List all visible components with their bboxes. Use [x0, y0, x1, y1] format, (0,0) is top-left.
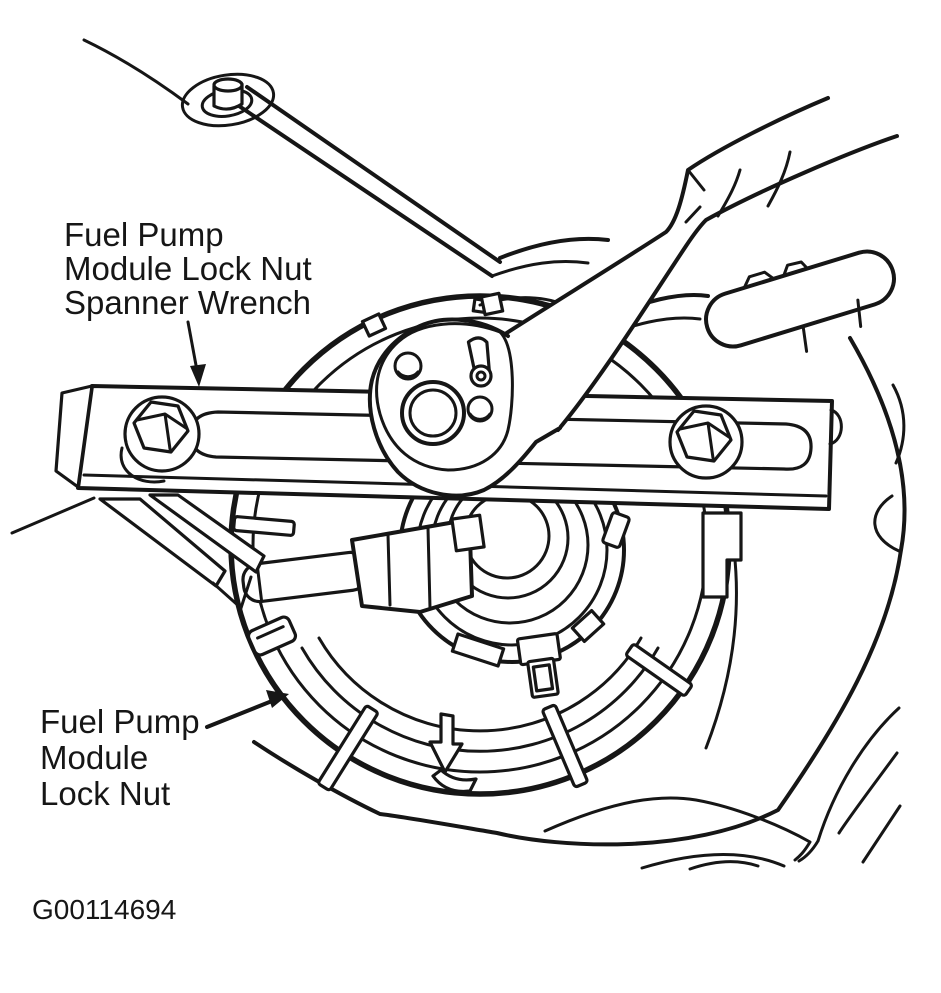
callout-arrowhead: [266, 690, 289, 708]
socket-drive-ring: [400, 380, 466, 446]
ratchet-handle: [503, 96, 899, 432]
callout-spanner-wrench: Fuel Pump Module Lock Nut Spanner Wrench: [64, 216, 312, 387]
ratchet-head: [367, 317, 562, 498]
callout-text-line: Lock Nut: [40, 775, 170, 812]
ring-bracket-tab: [701, 511, 743, 599]
cable-tie-bent: [428, 712, 478, 794]
direction-switch-lever: [466, 336, 493, 388]
module-tab: [570, 609, 606, 643]
left-hex-bolt: [119, 395, 201, 484]
module-vent-fitting: [515, 632, 562, 699]
cable-tie: [232, 515, 296, 537]
callout-arrow-line: [205, 699, 274, 729]
cable-tie: [625, 643, 693, 697]
head-face-plate: [375, 322, 514, 472]
cable-tie: [541, 703, 589, 789]
grip-rib: [716, 168, 742, 218]
callout-text-line: Fuel Pump: [40, 703, 200, 740]
hose-clip: [479, 291, 505, 317]
hose-bracket: [704, 249, 896, 353]
electrical-connector: [241, 513, 486, 614]
grommet-and-rod: [180, 72, 610, 278]
callout-lock-nut: Fuel Pump Module Lock Nut: [40, 690, 289, 812]
callout-arrowhead: [190, 364, 206, 387]
module-tab: [601, 511, 631, 549]
right-hex-bolt: [668, 404, 744, 480]
rod-nut: [212, 77, 244, 111]
grip-rib: [766, 150, 792, 208]
module-tab: [450, 632, 506, 668]
callout-text-line: Spanner Wrench: [64, 284, 311, 321]
grip-step: [684, 168, 706, 224]
cable-tie: [246, 615, 298, 657]
callout-text-line: Module: [40, 739, 148, 776]
tank-body-lines: [82, 38, 907, 871]
callout-text-line: Fuel Pump: [64, 216, 224, 253]
cable-tie: [317, 704, 379, 792]
bar-end-lug: [828, 408, 843, 446]
figure-code: G00114694: [32, 894, 176, 925]
ring-tab: [360, 312, 388, 338]
panel-highlight-spikes: [10, 493, 266, 610]
callout-text-line: Module Lock Nut: [64, 250, 312, 287]
